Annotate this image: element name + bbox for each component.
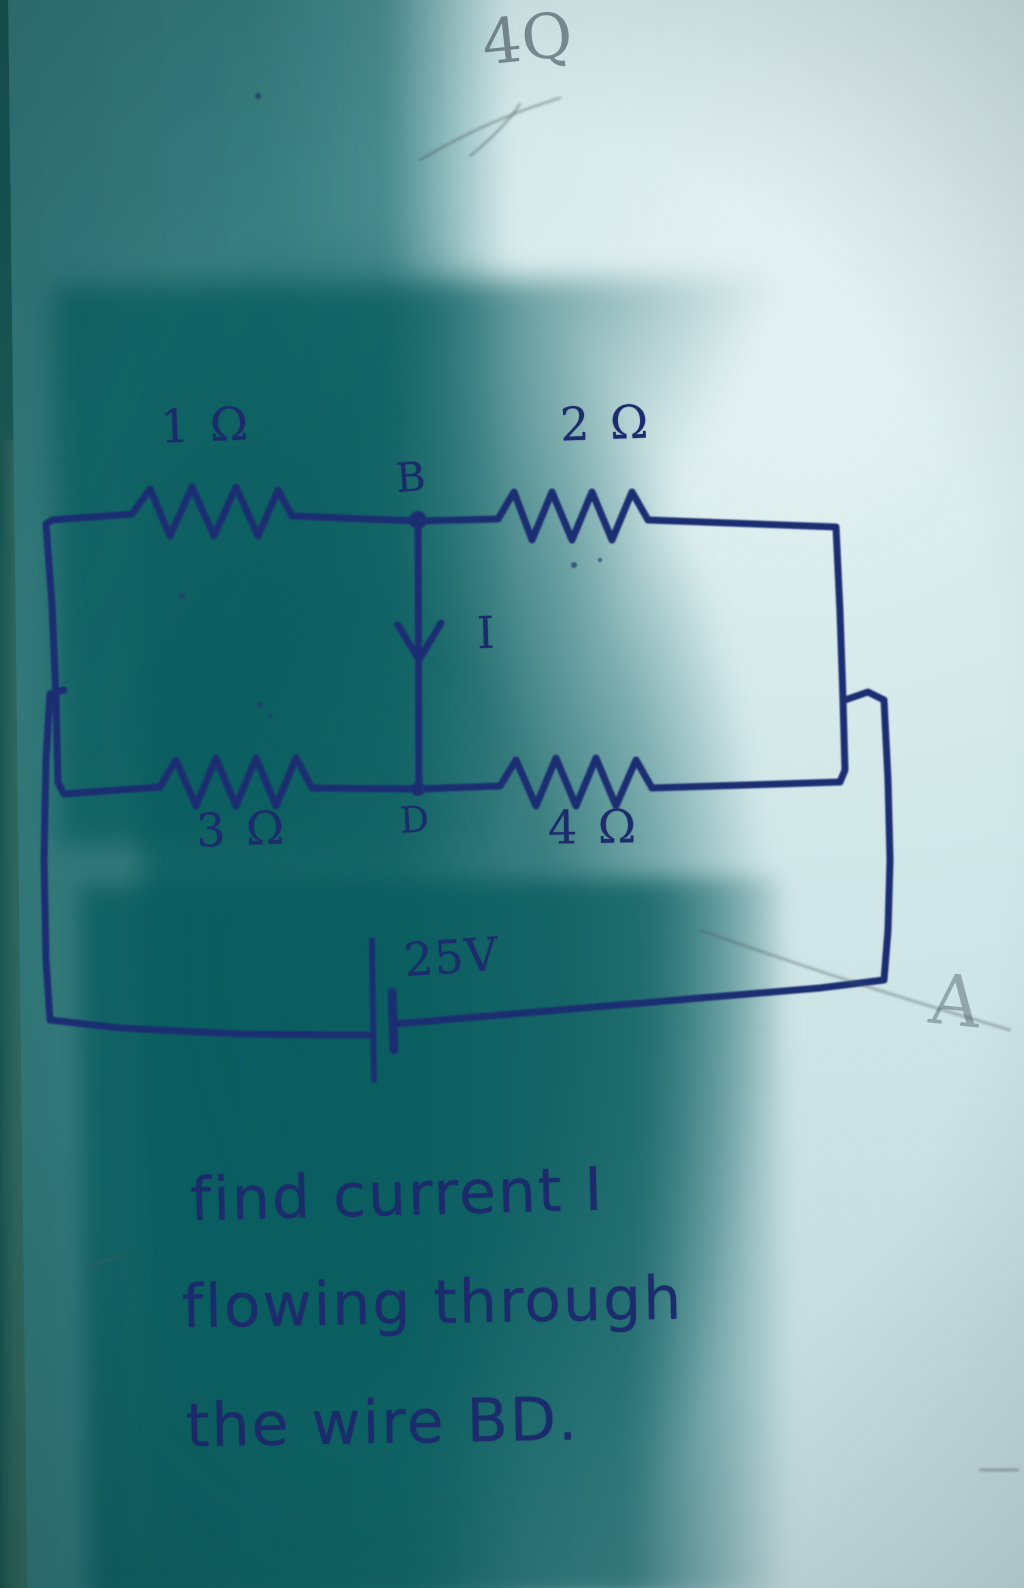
node-label-B: B [394,454,427,502]
question-line-1: find current I [189,1154,606,1236]
resistor-label-1-ohm: 1 Ω [159,396,252,454]
cast-shadow-diagonal [51,275,879,846]
current-label-I: I [476,607,496,660]
battery-label-25v: 25V [402,926,501,988]
question-line-2: flowing through [181,1263,684,1343]
node-label-D: D [398,799,430,842]
resistor-label-3-ohm: 3 Ω [195,800,288,858]
resistor-label-2-ohm: 2 Ω [559,394,652,452]
pencil-annotation-4q: 4Q [478,0,576,80]
pencil-annotation-a: A [925,957,985,1045]
question-line-3: the wire BD. [185,1384,580,1462]
resistor-label-4-ohm: 4 Ω [547,799,640,855]
